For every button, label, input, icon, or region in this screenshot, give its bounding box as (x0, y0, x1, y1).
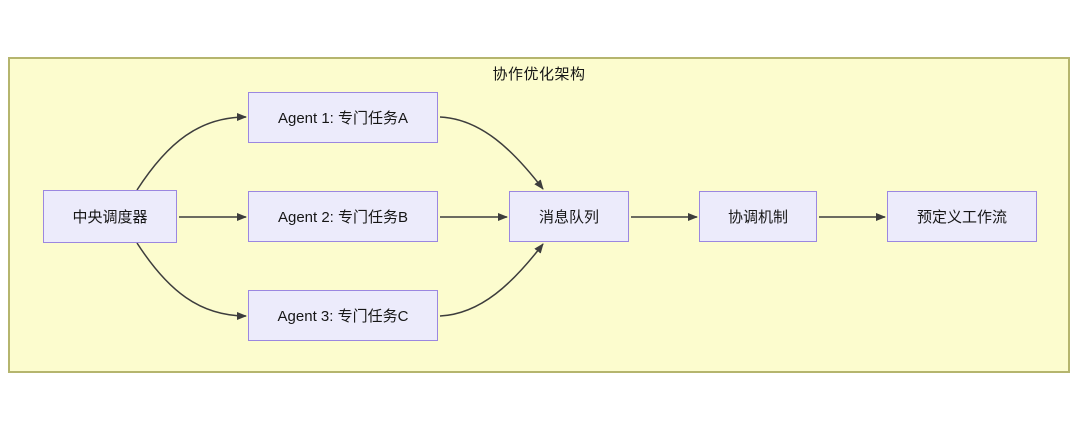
node-label: 协调机制 (727, 209, 788, 226)
node-agent-1: Agent 1: 专门任务A (248, 92, 438, 143)
node-central-scheduler: 中央调度器 (43, 190, 177, 243)
node-predefined-workflow: 预定义工作流 (887, 191, 1037, 242)
node-label: Agent 2: 专门任务B (277, 209, 409, 226)
node-label: Agent 1: 专门任务A (277, 110, 409, 127)
node-coordination-mechanism: 协调机制 (699, 191, 817, 242)
node-agent-3: Agent 3: 专门任务C (248, 290, 438, 341)
node-label: 消息队列 (538, 209, 599, 226)
node-label: 预定义工作流 (916, 209, 1007, 226)
node-label: 中央调度器 (72, 209, 148, 226)
diagram-title: 协作优化架构 (492, 66, 586, 83)
node-message-queue: 消息队列 (509, 191, 629, 242)
node-label: Agent 3: 专门任务C (277, 308, 409, 325)
node-agent-2: Agent 2: 专门任务B (248, 191, 438, 242)
